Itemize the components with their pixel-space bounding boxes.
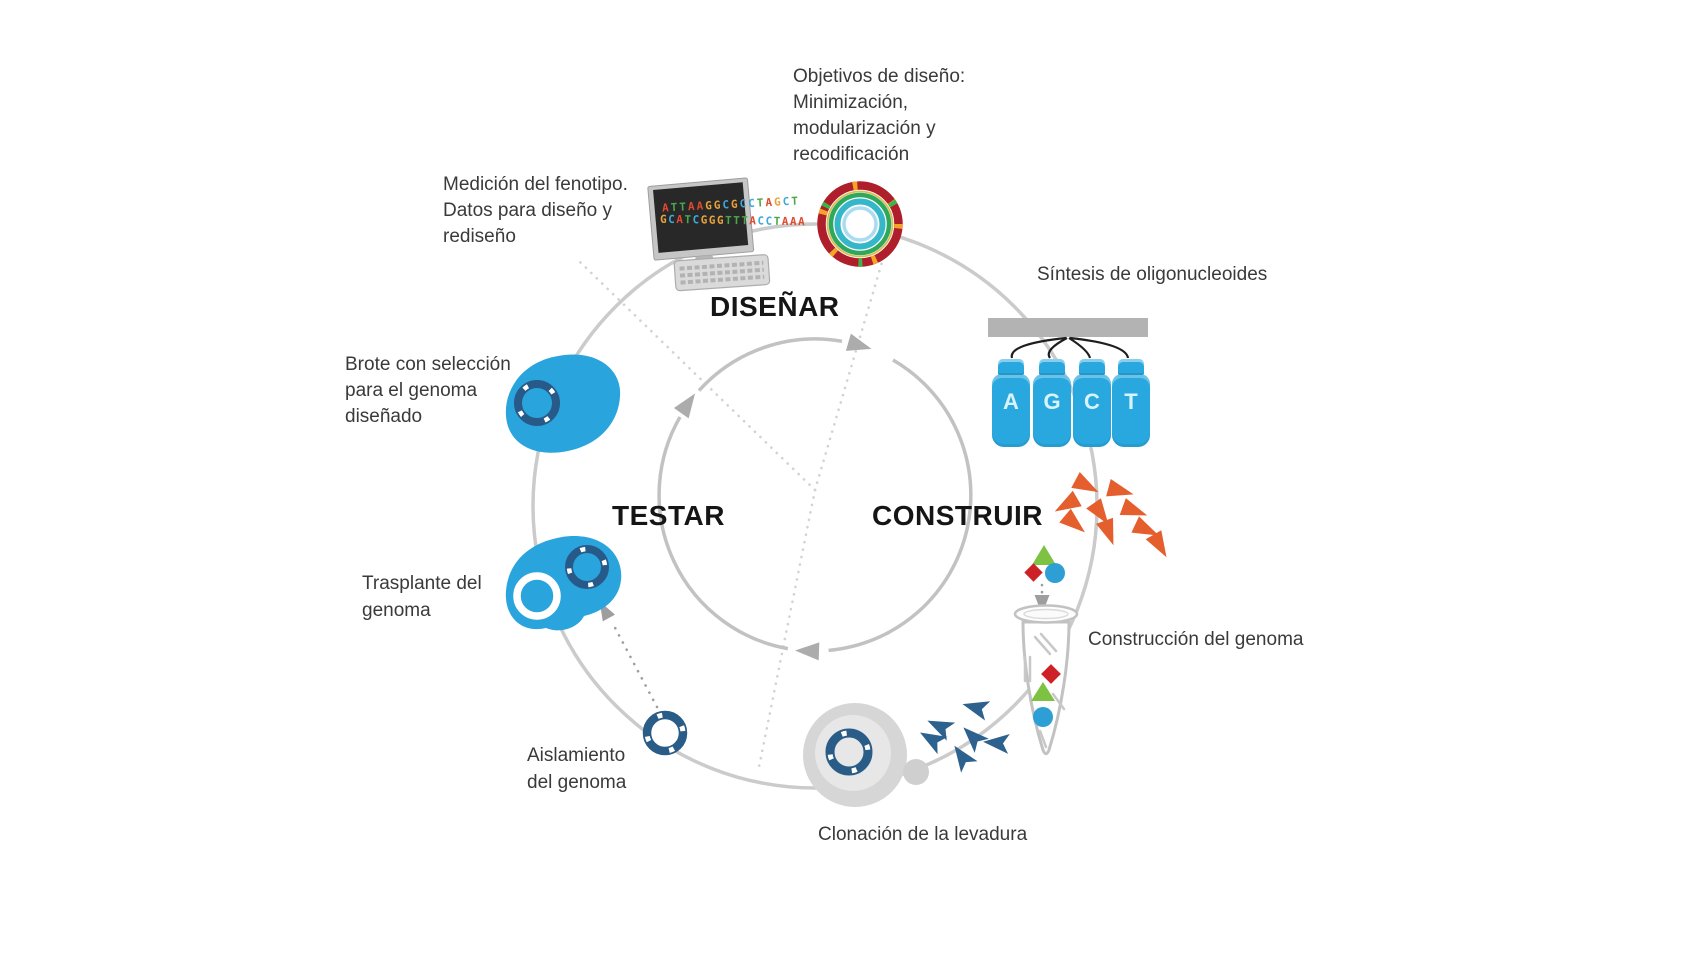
genome-transplant-line-2: genoma [362,600,431,621]
bottle-t-label: T [1124,389,1138,414]
inner-cycle-arrowheads [673,333,872,661]
sector-divider-dotted-lines [578,233,892,774]
bottle-t: T [1112,359,1150,447]
bottle-g: G [1033,359,1071,447]
budding-selection-line-2: para el genoma [345,380,478,401]
oligo-fragments-orange-icon [1054,471,1167,558]
genome-isolation-line-2: del genoma [527,772,627,793]
design-goals-label: Objetivos de diseño: Minimización, modul… [793,64,965,168]
cycle-arrow-left-icon [673,393,696,419]
bottle-a: A [992,359,1030,447]
budding-selection-line-1: Brote con selección [345,354,511,375]
genome-isolation-line-1: Aislamiento [527,745,626,766]
yeast-cloning-label: Clonación de la levadura [818,824,1028,845]
design-goals-line-4: recodificación [793,144,910,165]
budding-selection-label: Brote con selección para el genoma diseñ… [345,352,511,430]
design-goals-line-3: modularización y [793,118,936,139]
phenotype-label: Medición del fenotipo. Datos para diseño… [443,172,628,250]
bottle-c-label: C [1084,389,1100,414]
cycle-arrow-bottom-icon [795,642,820,661]
yeast-cell-icon [803,703,929,807]
inner-cycle-circle [657,337,973,653]
keyboard-icon [673,254,771,292]
budding-selection-line-3: diseñado [345,406,423,427]
design-goals-line-2: Minimización, [793,92,909,113]
phase-design-label: DISEÑAR [710,291,840,322]
designed-plasmid-icon [817,181,903,267]
budding-cell-icon [505,354,621,453]
genome-transplant-line-1: Trasplante del [362,573,482,594]
genome-isolation-label: Aislamiento del genoma [527,742,626,796]
eppendorf-tube-icon [1013,604,1079,756]
isolated-genome-ring-icon [642,710,688,756]
oligo-synthesis-label: Síntesis de oligonucleoides [1037,264,1268,285]
genome-fragments-blue-icon [920,701,1010,773]
phenotype-line-1: Medición del fenotipo. [443,174,628,195]
computer-monitor-icon [647,177,771,292]
dna-sequence-row-2: GCATCGGGTTTACCTAAA [659,212,807,229]
phase-build-label: CONSTRUIR [872,500,1043,531]
bottle-c: C [1073,359,1111,447]
cycle-arrow-top-icon [845,333,872,351]
genome-transplant-label: Trasplante del genoma [362,570,482,624]
phenotype-line-3: rediseño [443,226,516,247]
bottle-g-label: G [1043,389,1061,414]
genome-construction-label: Construcción del genoma [1088,629,1304,650]
transplant-cell-icon [505,536,622,631]
phase-test-label: TESTAR [612,500,725,531]
assembly-pieces-icon [1024,545,1065,614]
oligo-synthesizer-icon [988,318,1148,359]
bottle-a-label: A [1003,389,1019,414]
design-goals-line-1: Objetivos de diseño: [793,66,966,87]
phenotype-line-2: Datos para diseño y [443,200,612,221]
